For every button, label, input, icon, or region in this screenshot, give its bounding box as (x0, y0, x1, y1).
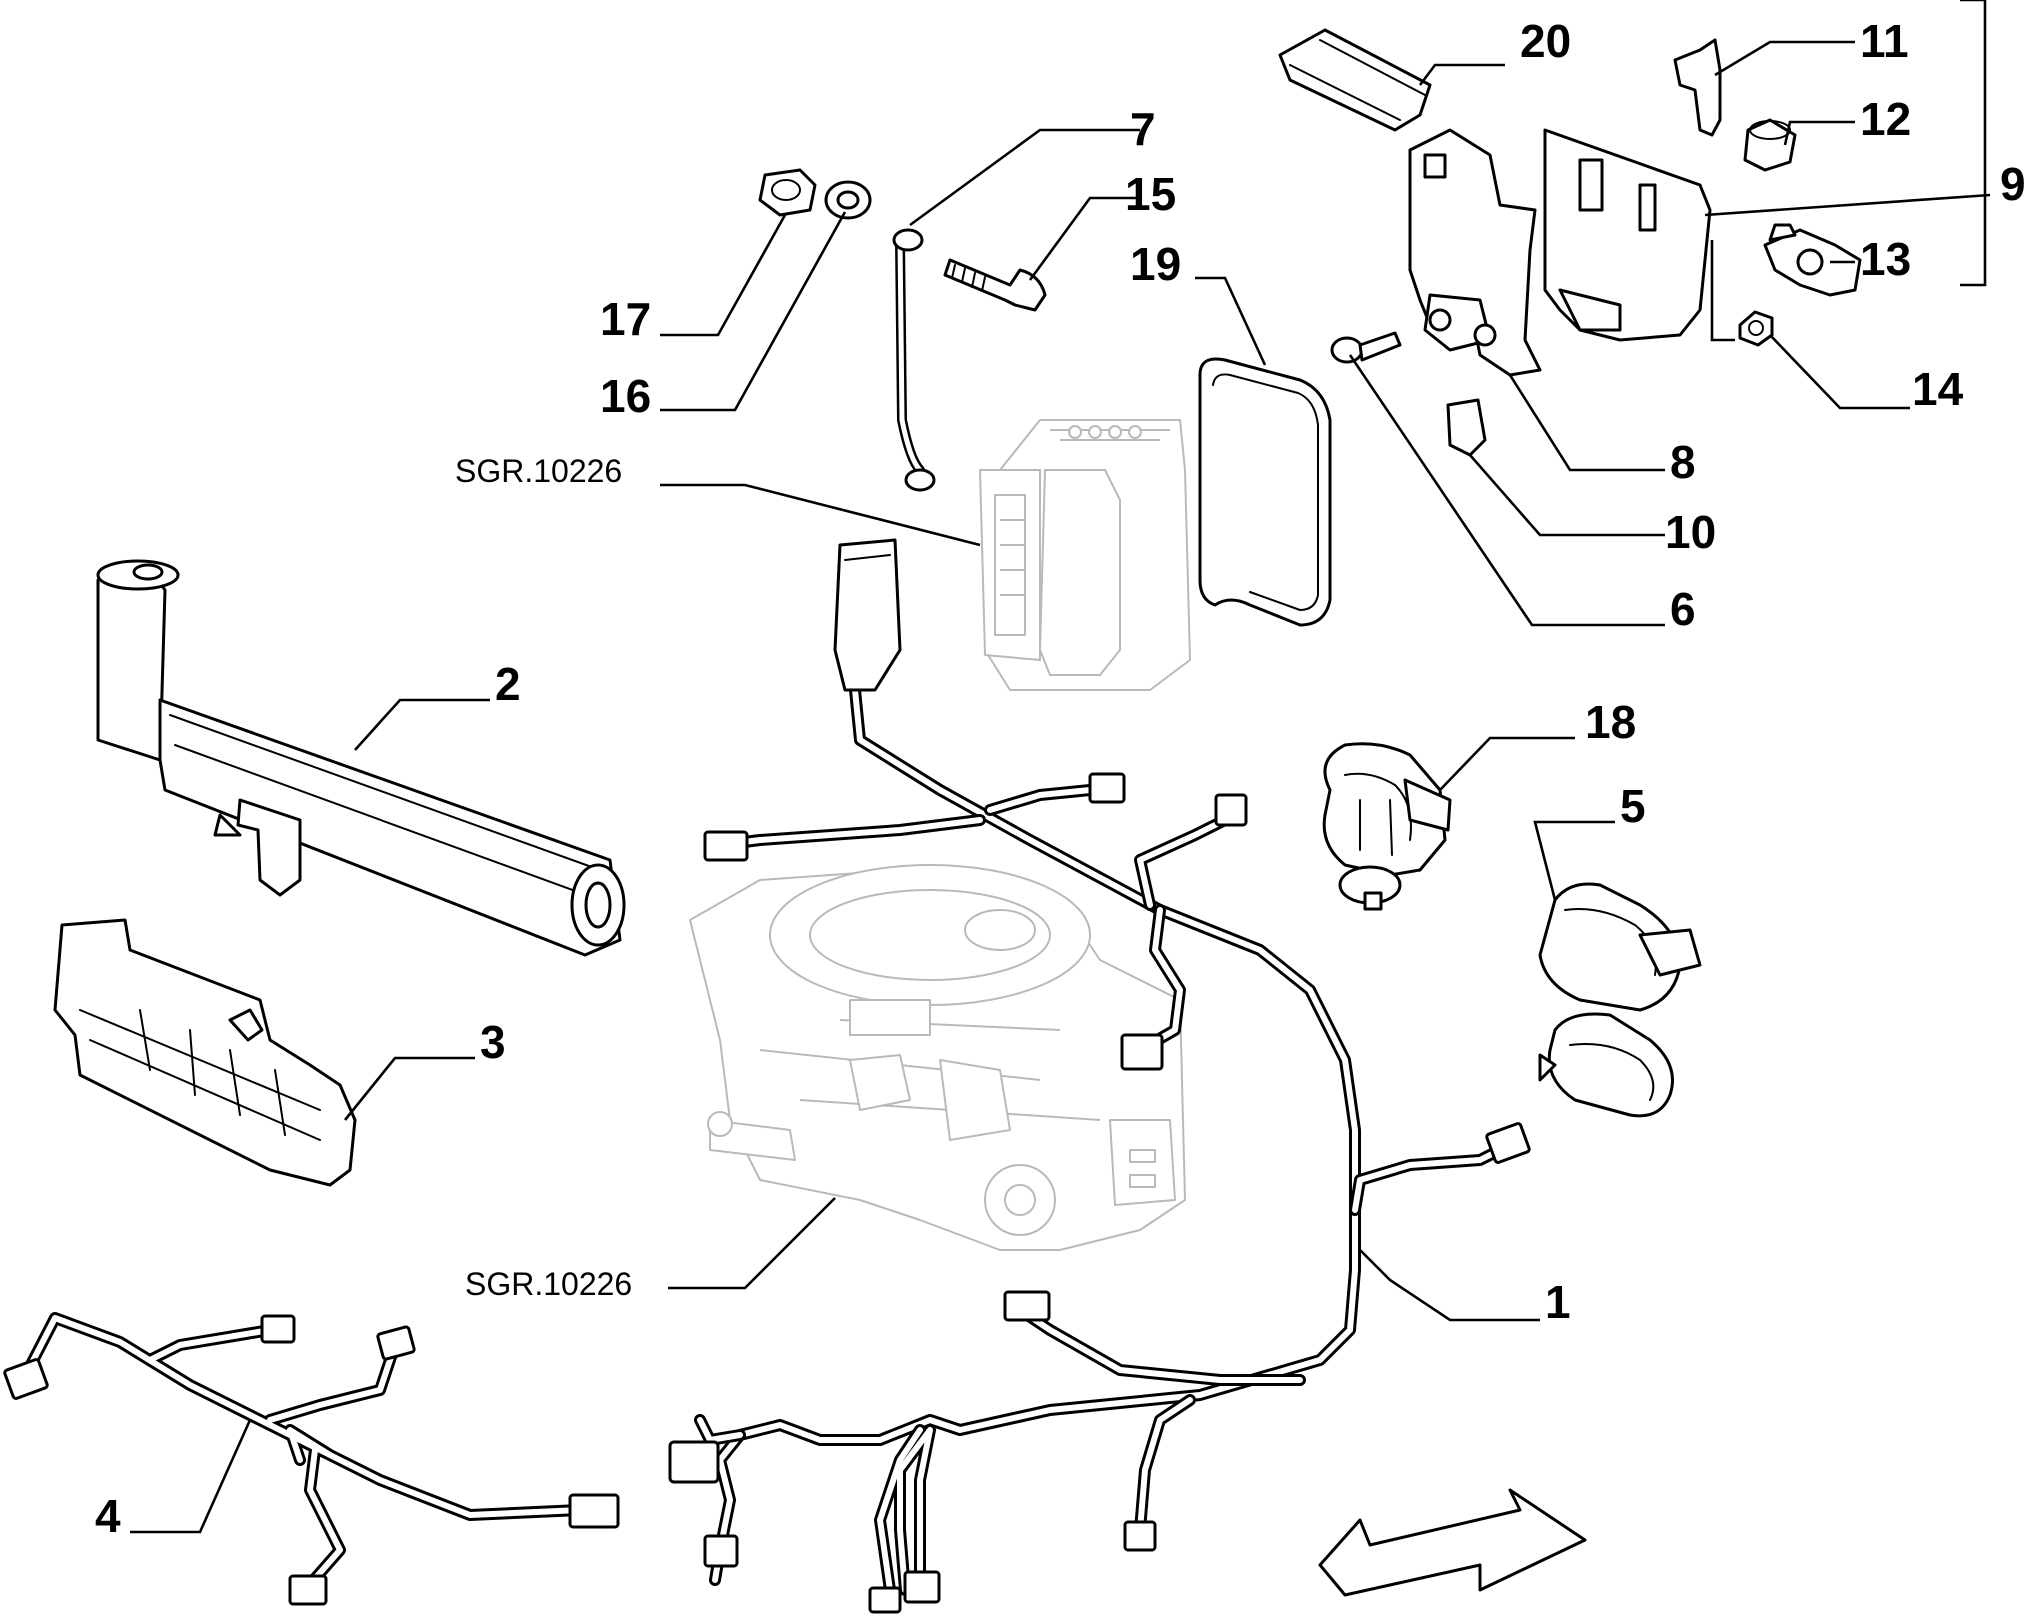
callout-8: 8 (1670, 436, 1696, 488)
mounting-bolt (943, 258, 1047, 312)
callout-14: 14 (1912, 363, 1964, 415)
callout-12: 12 (1860, 93, 1911, 145)
callout-11: 11 (1860, 15, 1909, 67)
earth-strap (892, 228, 936, 492)
callout-15: 15 (1125, 168, 1176, 220)
harness-clip (1538, 882, 1702, 1118)
ecu-reference-ghost (979, 419, 1191, 691)
small-nut (1738, 310, 1774, 347)
callout-5: 5 (1620, 780, 1646, 832)
plug-cap (1743, 118, 1797, 172)
callout-17: 17 (600, 293, 651, 345)
callout-7: 7 (1130, 103, 1156, 155)
ecu-gasket (1198, 357, 1332, 627)
callout-labels: 1 2 3 4 5 6 7 8 9 10 11 12 13 14 15 16 1… (95, 15, 2026, 1542)
callout-18: 18 (1585, 696, 1636, 748)
callout-9: 9 (2000, 158, 2026, 210)
callout-4: 4 (95, 1490, 121, 1542)
callout-2: 2 (495, 658, 521, 710)
screw (1330, 331, 1402, 364)
nut (758, 168, 817, 217)
washer (824, 180, 872, 220)
bracket-clip (1763, 223, 1862, 297)
callout-6: 6 (1670, 583, 1696, 635)
engine-wiring-harness (668, 538, 1531, 1614)
retaining-clip (1446, 398, 1487, 457)
mounting-plate (1543, 128, 1712, 342)
callout-13: 13 (1860, 233, 1911, 285)
ecu-bracket (1408, 128, 1542, 377)
throttle-body-reference-ghost (689, 864, 1186, 1251)
callout-16: 16 (600, 370, 651, 422)
leader-lines (130, 0, 1991, 1534)
front-direction-arrow-icon (1318, 1488, 1587, 1597)
wire-clip (1673, 38, 1722, 137)
harness-grommet (1322, 742, 1452, 911)
callout-1: 1 (1545, 1276, 1571, 1328)
injector-cover (53, 918, 357, 1187)
throttle-body-reference-label: SGR.10226 (465, 1266, 632, 1302)
ecu-reference-label: SGR.10226 (455, 453, 622, 489)
callout-3: 3 (480, 1016, 506, 1068)
fuel-rail-cover (96, 559, 626, 957)
injector-harness (3, 1312, 620, 1606)
cover-strip (1278, 28, 1432, 132)
callout-19: 19 (1130, 238, 1181, 290)
callout-20: 20 (1520, 15, 1571, 67)
callout-10: 10 (1665, 506, 1716, 558)
